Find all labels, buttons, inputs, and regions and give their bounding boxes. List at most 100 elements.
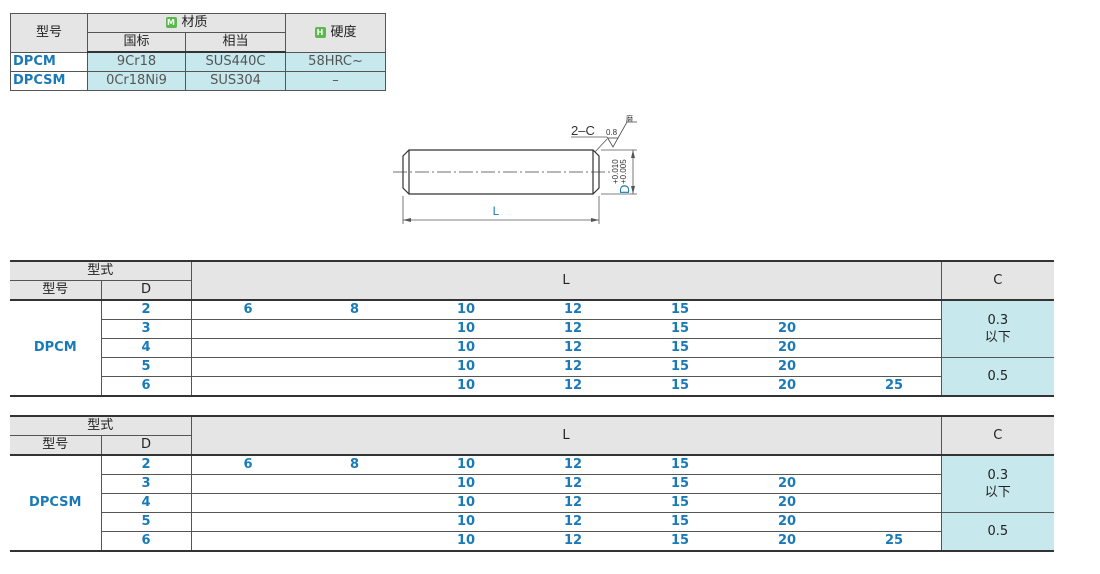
l-cell: 15 — [619, 319, 727, 339]
c-value: 0.5 — [987, 369, 1009, 384]
l-cell — [191, 376, 299, 397]
l-cell: 12 — [512, 512, 620, 532]
l-cell: 10 — [405, 319, 513, 339]
header-type: 型式 — [10, 260, 192, 281]
tol-lower: +0.005 — [619, 159, 628, 184]
header-l: L — [190, 260, 942, 301]
header-d: D — [101, 435, 192, 456]
l-cell: 12 — [512, 357, 620, 377]
c-value: 0.3 — [987, 468, 1009, 483]
l-cell: 20 — [726, 531, 834, 552]
l-cell: 12 — [512, 493, 620, 513]
l-cell — [833, 357, 942, 377]
header-hardness-label: 硬度 — [330, 24, 357, 40]
l-cell: 12 — [512, 338, 620, 358]
arrow-left-icon — [403, 218, 411, 222]
model-cell: DPCM — [10, 300, 101, 397]
l-cell: 20 — [726, 474, 834, 494]
l-cell — [191, 493, 299, 513]
c-cell: 0.5 — [940, 357, 1055, 397]
l-cell — [191, 531, 299, 552]
l-cell: 15 — [619, 493, 727, 513]
header-c: C — [940, 415, 1055, 456]
d-cell: 3 — [100, 319, 192, 339]
l-cell: 8 — [298, 300, 406, 320]
l-cell: 10 — [405, 300, 513, 320]
hardness-cell: – — [285, 71, 387, 91]
l-cell: 10 — [405, 338, 513, 358]
table-row: 5 10 12 15 20 0.5 — [10, 512, 1055, 552]
table-row: 6 10 12 15 20 25 — [10, 531, 1054, 552]
l-cell: 12 — [512, 474, 620, 494]
header-model: 型号 — [10, 13, 88, 53]
l-cell — [191, 357, 299, 377]
l-cell: 20 — [726, 338, 834, 358]
l-cell: 15 — [619, 376, 727, 397]
l-cell: 20 — [726, 357, 834, 377]
l-cell — [191, 474, 299, 494]
l-cell: 10 — [405, 531, 513, 552]
l-cell: 20 — [726, 512, 834, 532]
header-d: D — [101, 280, 192, 301]
c-value: 0.5 — [987, 524, 1009, 539]
material-row: DPCSM 0Cr18Ni9 SUS304 – — [10, 71, 387, 91]
l-cell — [833, 474, 942, 494]
l-cell — [298, 474, 406, 494]
l-cell — [833, 493, 942, 513]
l-cell: 10 — [405, 474, 513, 494]
l-cell — [726, 300, 834, 320]
dowel-pin-drawing: L D +0.010 +0.005 2–C 0.8 磨 — [393, 114, 637, 224]
l-cell — [298, 338, 406, 358]
d-cell: 4 — [100, 338, 192, 358]
header-material: M 材质 — [86, 13, 287, 33]
d-cell: 4 — [100, 493, 192, 513]
l-cell: 10 — [405, 512, 513, 532]
l-cell: 15 — [619, 300, 727, 320]
table-row: 3 10 12 15 20 — [10, 319, 1054, 339]
l-cell — [833, 319, 942, 339]
equivalent-cell: SUS440C — [184, 51, 287, 72]
table-row: 3 10 12 15 20 — [10, 474, 1054, 494]
c-cell: 0.5 — [940, 512, 1055, 552]
l-cell: 15 — [619, 531, 727, 552]
l-cell — [298, 319, 406, 339]
l-cell: 15 — [619, 338, 727, 358]
l-cell: 25 — [833, 531, 942, 552]
l-cell: 12 — [512, 319, 620, 339]
d-cell: 5 — [100, 357, 192, 377]
model-cell: DPCM — [10, 51, 88, 72]
l-cell: 15 — [619, 357, 727, 377]
l-cell — [833, 455, 942, 475]
chamfer-leader — [594, 138, 608, 153]
length-label: L — [493, 204, 500, 218]
l-cell — [726, 455, 834, 475]
material-badge-icon: M — [165, 17, 177, 28]
table-row: 4 10 12 15 20 — [10, 338, 1054, 358]
l-cell: 12 — [512, 531, 620, 552]
diameter-label: D — [617, 185, 632, 194]
l-cell: 15 — [619, 474, 727, 494]
header-model: 型号 — [10, 435, 102, 456]
l-cell: 20 — [726, 493, 834, 513]
l-cell: 25 — [833, 376, 942, 397]
l-cell: 15 — [619, 455, 727, 475]
l-cell: 10 — [405, 493, 513, 513]
grind-mark: 磨 — [626, 114, 633, 123]
c-note: 以下 — [984, 485, 1011, 500]
l-cell: 20 — [726, 376, 834, 397]
equivalent-cell: SUS304 — [184, 71, 287, 91]
header-equivalent: 相当 — [184, 32, 287, 53]
header-model: 型号 — [10, 280, 102, 301]
header-material-label: 材质 — [181, 15, 208, 30]
l-cell — [191, 338, 299, 358]
d-cell: 5 — [100, 512, 192, 532]
arrow-down-icon — [631, 186, 635, 194]
chamfer-label: 2–C — [571, 123, 595, 138]
d-cell: 6 — [100, 531, 192, 552]
l-cell: 10 — [405, 357, 513, 377]
l-cell — [298, 376, 406, 397]
